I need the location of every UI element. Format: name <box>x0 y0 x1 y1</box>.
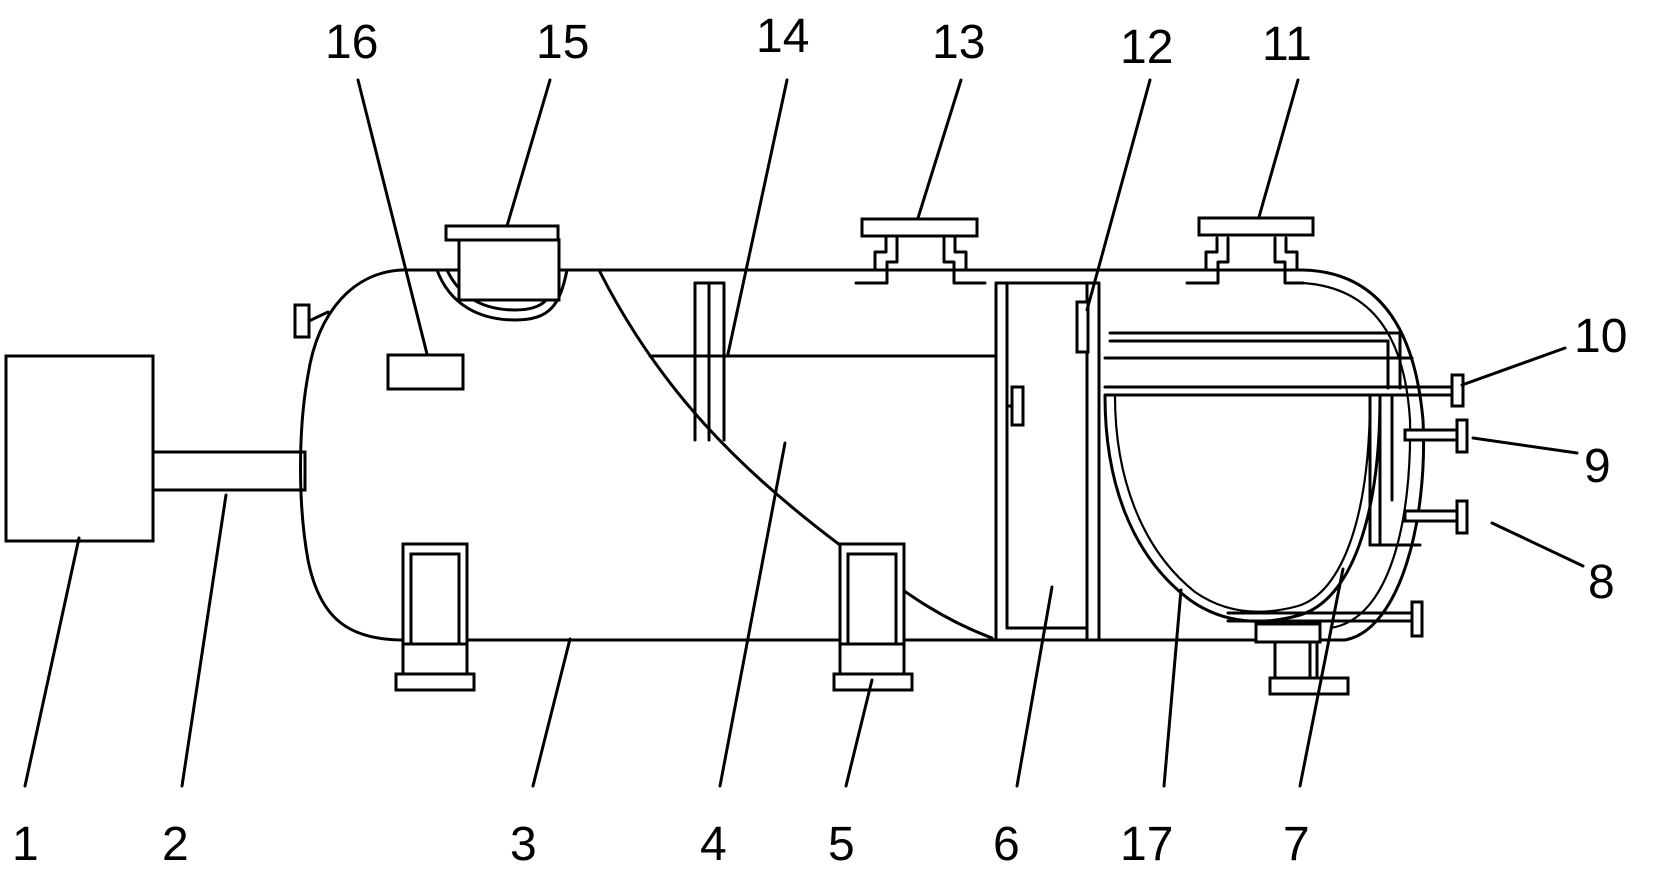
label-14: 14 <box>756 10 809 63</box>
component-1-box <box>4 354 155 543</box>
leader-lines <box>23 78 1585 788</box>
inner-jacket <box>1302 281 1412 630</box>
label-16: 16 <box>325 16 378 69</box>
valve-9-stem <box>1403 428 1459 442</box>
nozzle-11-neck-inner <box>1185 236 1305 285</box>
label-6: 6 <box>993 818 1020 871</box>
label-12: 12 <box>1120 21 1173 74</box>
valve-9 <box>1455 418 1469 454</box>
label-7: 7 <box>1283 818 1310 871</box>
label-3: 3 <box>510 818 537 871</box>
support-left <box>394 542 476 692</box>
support-right <box>1254 622 1350 696</box>
side-valve <box>293 303 311 339</box>
label-9: 9 <box>1584 440 1611 493</box>
label-10: 10 <box>1574 310 1627 363</box>
component-16-block <box>386 353 465 391</box>
nozzle-11-neck <box>1185 236 1305 272</box>
valve-8-stem <box>1403 509 1459 523</box>
inner-bowl-17-inner <box>1113 395 1372 613</box>
partition-valve <box>1010 385 1025 427</box>
side-valve-stem <box>307 310 330 323</box>
drain-valve <box>1410 600 1424 638</box>
curved-divider <box>598 270 994 640</box>
label-8: 8 <box>1588 556 1615 609</box>
label-17: 17 <box>1120 818 1173 871</box>
nozzle-13-flange <box>860 217 979 238</box>
label-11: 11 <box>1262 18 1312 71</box>
nozzle-13-neck-inner <box>854 236 987 285</box>
support-middle <box>832 542 914 692</box>
nozzle-15-flange <box>444 224 560 242</box>
label-15: 15 <box>536 16 589 69</box>
valve-8 <box>1455 499 1469 535</box>
vessel-shell <box>299 268 1426 642</box>
nozzle-13-neck <box>854 236 987 272</box>
component-12-block <box>1075 300 1090 354</box>
nozzle-15-neck <box>457 238 561 302</box>
nozzle-11-flange <box>1197 216 1315 237</box>
label-5: 5 <box>828 818 855 871</box>
component-2-pipe <box>151 450 307 492</box>
label-13: 13 <box>932 16 985 69</box>
label-2: 2 <box>162 818 189 871</box>
label-4: 4 <box>700 818 727 871</box>
label-1: 1 <box>12 818 39 871</box>
valve-10 <box>1450 373 1465 408</box>
